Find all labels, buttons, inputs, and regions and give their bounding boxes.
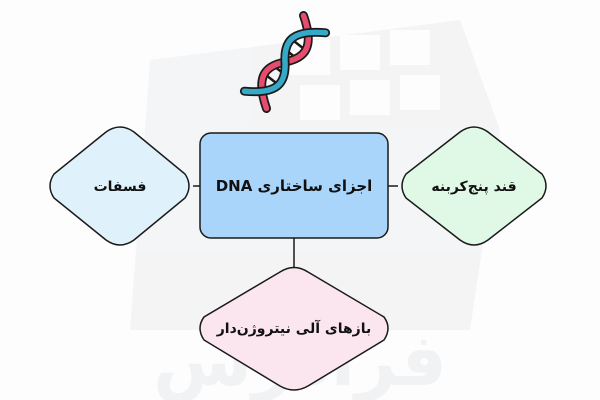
connectors [193, 185, 398, 268]
right-node-label: قند پنج‌کربنه [431, 179, 516, 195]
left-node: فسفات [49, 126, 190, 246]
bottom-node-diamond [199, 266, 389, 391]
center-node-label: اجزای ساختاری DNA [216, 177, 373, 195]
center-node-box [199, 132, 389, 239]
center-node: اجزای ساختاری DNA [199, 132, 389, 239]
right-node: قند پنج‌کربنه [401, 126, 547, 246]
dna-icon [239, 11, 331, 113]
left-node-label: فسفات [94, 179, 147, 195]
bottom-node: بازهای آلی نیتروژن‌دار [199, 266, 389, 391]
bottom-node-label: بازهای آلی نیتروژن‌دار [216, 319, 372, 337]
right-node-diamond [401, 126, 547, 246]
left-node-diamond [49, 126, 190, 246]
